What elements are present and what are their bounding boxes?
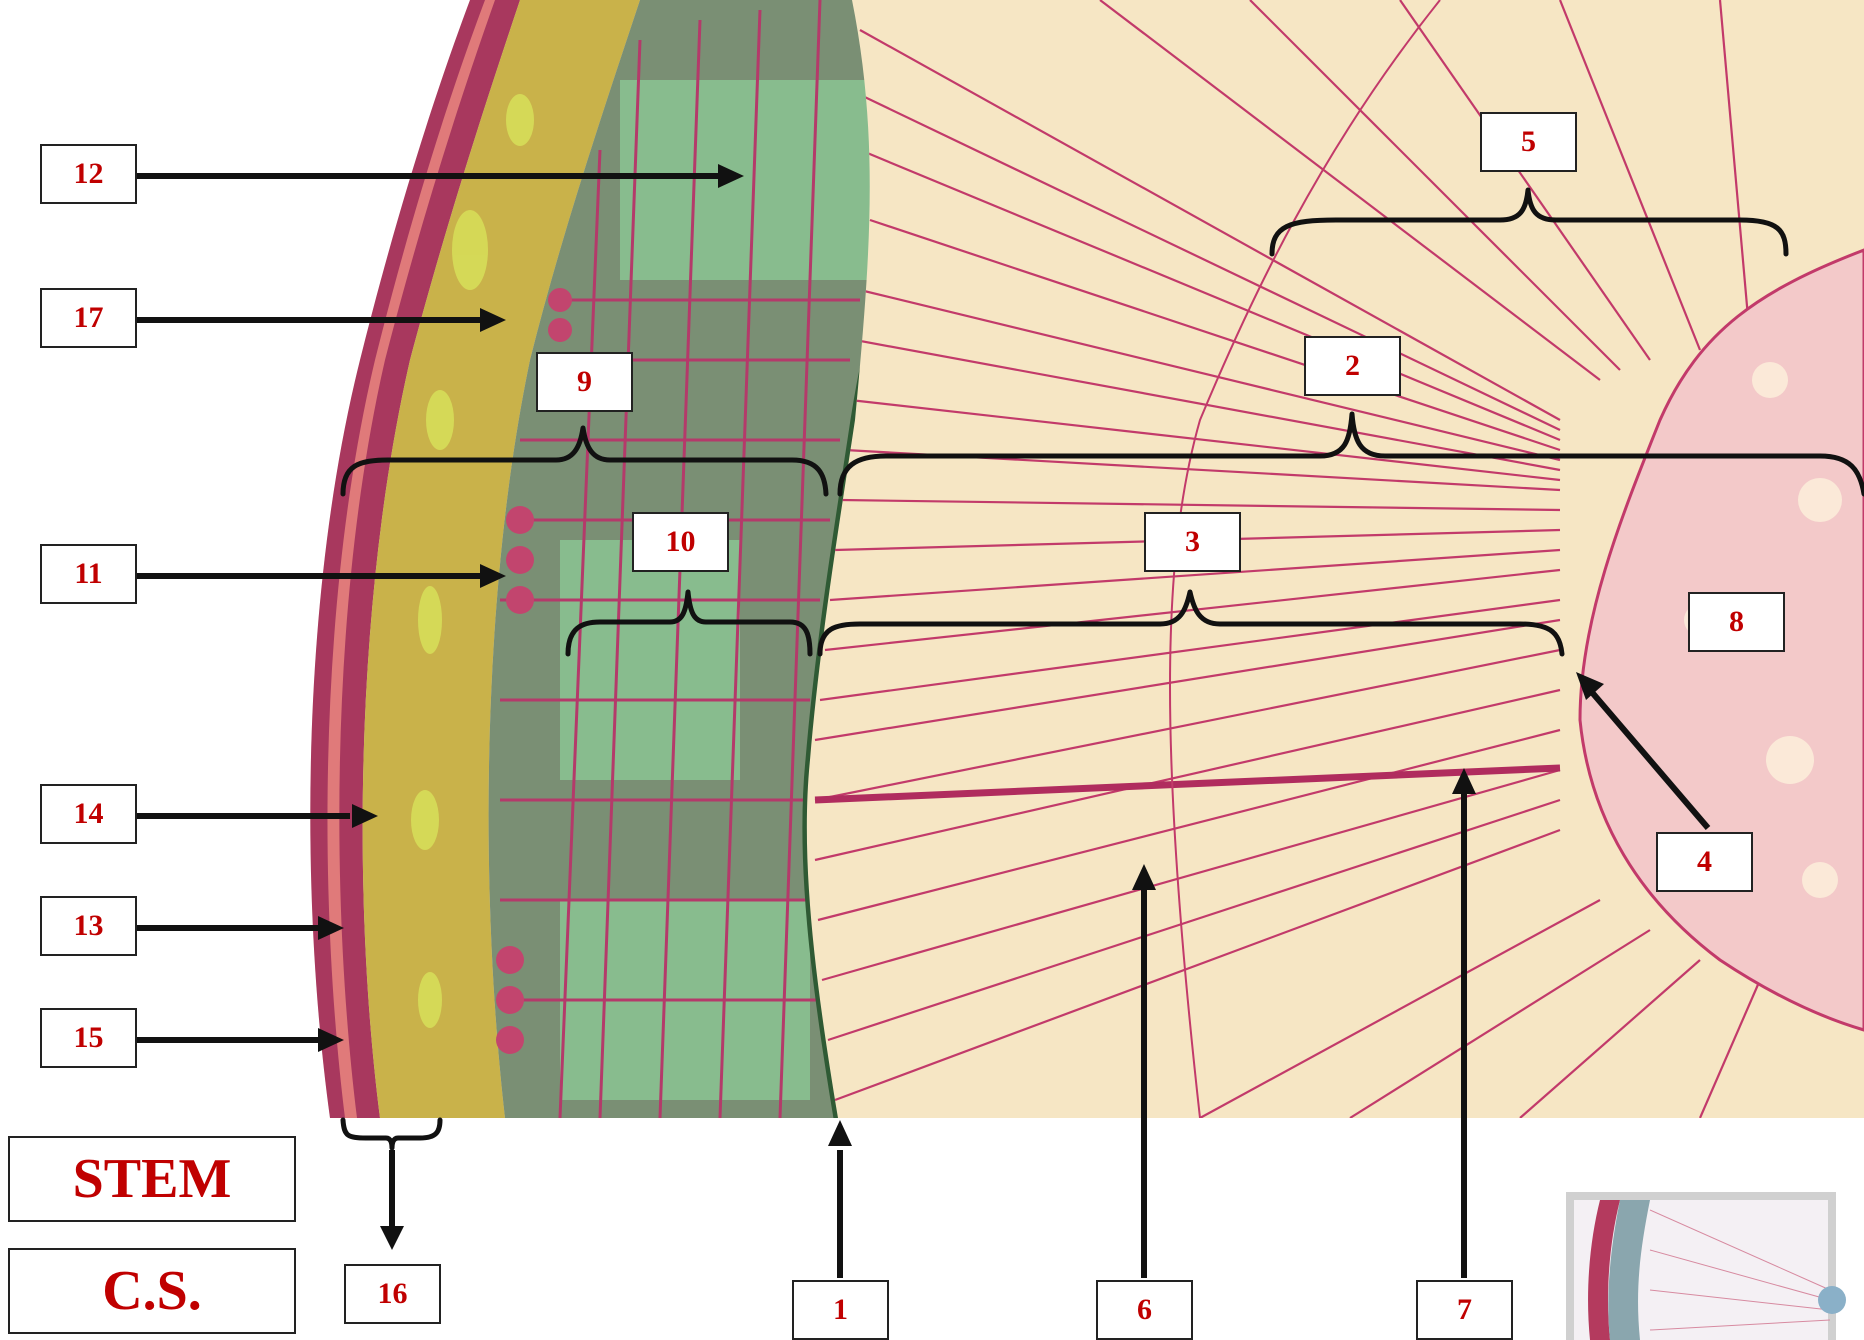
marker-11: 11 [40, 544, 137, 604]
marker-17: 17 [40, 288, 137, 348]
marker-2: 2 [1304, 336, 1401, 396]
brace-5 [1269, 187, 1789, 257]
marker-4: 4 [1656, 832, 1753, 892]
marker-12: 12 [40, 144, 137, 204]
brace-2 [837, 411, 1864, 497]
brace-16 [340, 1117, 443, 1151]
marker-14: 14 [40, 784, 137, 844]
marker-8: 8 [1688, 592, 1785, 652]
marker-5: 5 [1480, 112, 1577, 172]
marker-1: 1 [792, 1280, 889, 1340]
marker-10: 10 [632, 512, 729, 572]
xylem-region [806, 0, 1864, 1118]
marker-7: 7 [1416, 1280, 1513, 1340]
marker-6: 6 [1096, 1280, 1193, 1340]
marker-13: 13 [40, 896, 137, 956]
brace-9 [340, 425, 829, 497]
marker-16: 16 [344, 1264, 441, 1324]
arrow-4 [1587, 688, 1711, 830]
stem-title-label: STEM [8, 1136, 296, 1222]
marker-15: 15 [40, 1008, 137, 1068]
brace-3 [817, 589, 1565, 657]
marker-3: 3 [1144, 512, 1241, 572]
thumbnail-inset [1566, 1192, 1846, 1340]
section-title-label: C.S. [8, 1248, 296, 1334]
brace-10 [565, 589, 813, 657]
marker-9: 9 [536, 352, 633, 412]
